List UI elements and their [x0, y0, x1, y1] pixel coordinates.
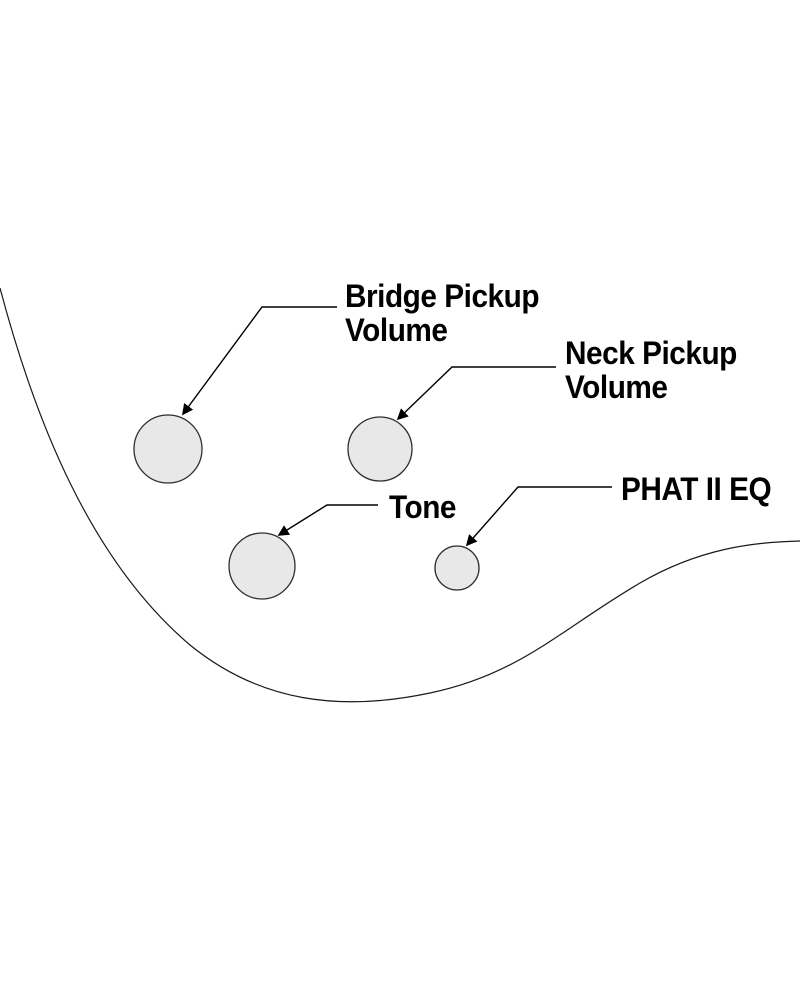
guitar-body-outline	[0, 287, 800, 703]
label-line: Tone	[389, 489, 457, 525]
label-line: Bridge Pickup	[345, 278, 540, 314]
bridge-pickup-volume-knob	[133, 414, 203, 484]
neck-pickup-volume-knob	[347, 416, 413, 482]
phat-ii-eq-knob	[434, 545, 480, 591]
label-line: PHAT II EQ	[621, 471, 772, 507]
tone-knob	[228, 532, 296, 600]
tone-label: Tone	[389, 490, 456, 524]
bridge-volume-arrow	[182, 306, 337, 416]
phat-ii-eq-label: PHAT II EQ	[621, 471, 772, 507]
label-line: Volume	[345, 312, 448, 348]
bridge-pickup-volume-label: Bridge Pickup Volume	[345, 278, 540, 348]
label-line: Neck Pickup	[565, 335, 737, 371]
tone-arrow	[277, 504, 378, 536]
neck-volume-arrow	[396, 366, 556, 421]
label-line: Volume	[565, 369, 668, 405]
neck-pickup-volume-label: Neck Pickup Volume	[565, 336, 737, 404]
phat-eq-arrow	[465, 486, 612, 547]
